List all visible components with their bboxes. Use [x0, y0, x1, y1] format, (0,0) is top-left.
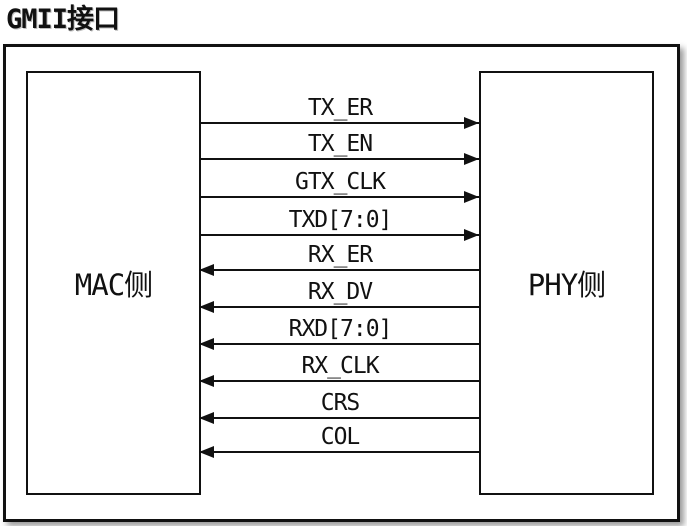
arrow-head-icon [199, 338, 214, 350]
signal-gtx-clk: GTX_CLK [199, 169, 479, 203]
arrow-head-icon [199, 264, 214, 276]
arrow-head-icon [199, 446, 214, 458]
arrow-head-icon [464, 191, 479, 203]
page-title: GMII接口 [6, 4, 120, 35]
arrow-head-icon [464, 229, 479, 241]
signal-rxd-7-0: RXD[7:0] [199, 316, 479, 350]
arrow-head-icon [199, 301, 214, 313]
signal-tx-en: TX_EN [199, 131, 479, 165]
mac-block-label: MAC侧 [74, 268, 153, 302]
signal-label: TX_EN [308, 131, 372, 157]
arrow-head-icon [464, 117, 479, 129]
signal-rx-dv: RX_DV [199, 279, 479, 313]
phy-block-label: PHY侧 [527, 268, 606, 302]
signal-label: TXD[7:0] [289, 207, 392, 233]
signal-crs: CRS [199, 390, 479, 424]
signal-label: COL [321, 424, 360, 450]
phy-block: PHY侧 [479, 71, 654, 495]
arrow-head-icon [199, 412, 214, 424]
signal-txd-7-0: TXD[7:0] [199, 207, 479, 241]
signal-label: RXD[7:0] [289, 316, 392, 342]
signal-label: GTX_CLK [295, 169, 386, 195]
signal-label: RX_CLK [301, 353, 379, 379]
mac-block: MAC侧 [26, 71, 201, 495]
arrow-head-icon [199, 375, 214, 387]
signal-tx-er: TX_ER [199, 95, 479, 129]
signal-label: TX_ER [308, 95, 373, 121]
signal-col: COL [199, 424, 479, 458]
signal-label: RX_DV [308, 279, 373, 305]
signal-label: RX_ER [308, 242, 373, 268]
signal-label: CRS [321, 390, 360, 416]
signal-rx-clk: RX_CLK [199, 353, 479, 387]
arrow-head-icon [464, 153, 479, 165]
signal-rx-er: RX_ER [199, 242, 479, 276]
